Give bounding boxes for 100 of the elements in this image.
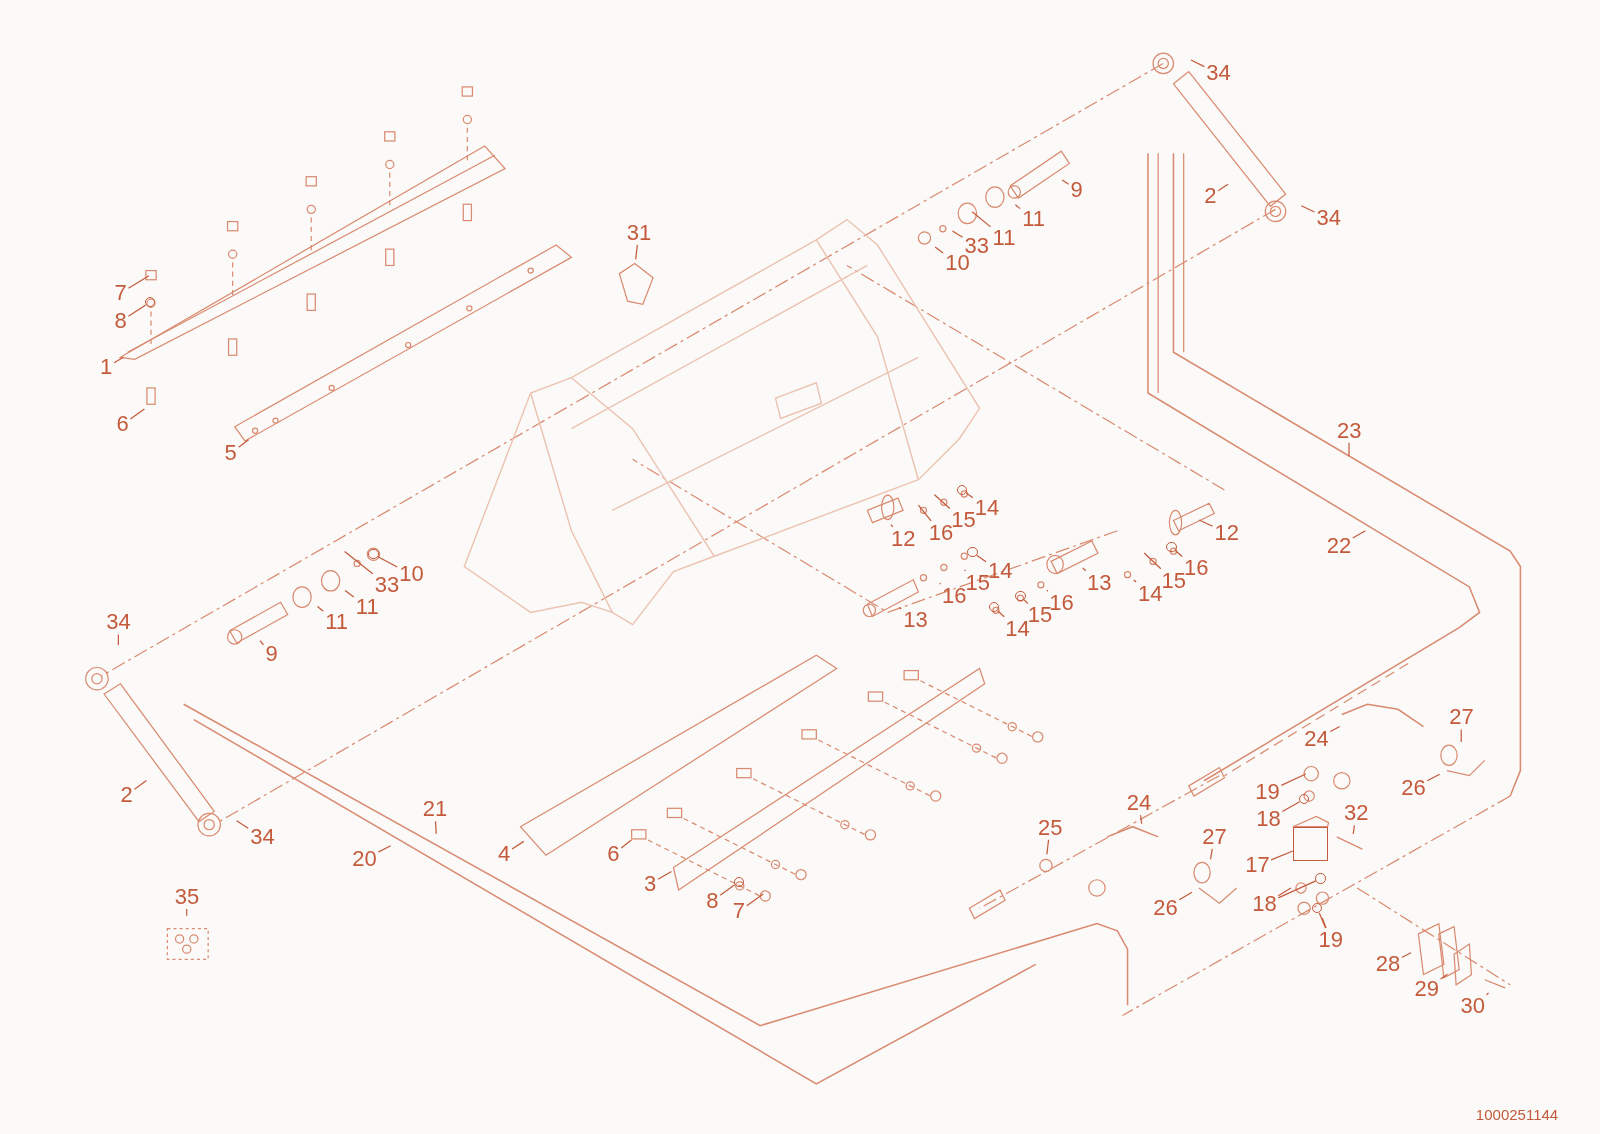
callout-number: 3 xyxy=(644,872,657,895)
callout-number: 32 xyxy=(1344,802,1369,825)
leader-line xyxy=(746,893,764,907)
leader-line xyxy=(890,524,894,528)
leader-line xyxy=(1329,725,1341,733)
callout-number: 28 xyxy=(1375,953,1401,976)
callout-number: 26 xyxy=(1153,897,1178,920)
callout-number: 11 xyxy=(355,596,379,619)
callout-number: 17 xyxy=(1245,854,1270,877)
leader-line xyxy=(259,640,265,646)
callout-number: 19 xyxy=(1318,928,1344,951)
leader-line xyxy=(1439,973,1448,980)
callout-number: 10 xyxy=(945,252,970,275)
callout-number: 34 xyxy=(250,825,275,848)
leader-line xyxy=(1280,773,1307,786)
leader-line xyxy=(1143,552,1162,570)
leader-line xyxy=(1174,549,1183,558)
callout-number: 10 xyxy=(399,563,424,586)
leader-line xyxy=(1352,824,1355,835)
callout-number: 6 xyxy=(607,843,620,866)
callout-number: 34 xyxy=(1316,207,1342,230)
leader-line xyxy=(1321,917,1327,929)
callout-number: 27 xyxy=(1202,825,1227,848)
callout-number: 34 xyxy=(1206,62,1231,85)
callout-number: 8 xyxy=(706,890,719,912)
leader-line xyxy=(965,492,974,499)
leader-line xyxy=(127,275,150,289)
callout-number: 30 xyxy=(1460,995,1485,1018)
callout-number: 1 xyxy=(100,356,113,379)
leader-line xyxy=(917,504,932,522)
leader-line xyxy=(344,550,374,575)
callout-number: 24 xyxy=(1304,727,1329,750)
callout-number: 7 xyxy=(732,900,745,923)
leader-line xyxy=(976,554,987,563)
leader-line xyxy=(1046,839,1050,855)
leader-line xyxy=(1401,952,1412,959)
callout-number: 31 xyxy=(626,221,652,244)
leader-line xyxy=(113,356,125,364)
callout-number: 27 xyxy=(1449,706,1474,729)
callout-number: 20 xyxy=(352,848,377,871)
callout-number: 12 xyxy=(1214,521,1239,544)
leader-line xyxy=(117,634,119,646)
callout-number: 15 xyxy=(951,509,976,532)
leader-line xyxy=(344,589,355,598)
leader-line xyxy=(1352,530,1366,539)
leader-line xyxy=(1046,589,1049,592)
leader-line xyxy=(1178,891,1193,901)
callout-number: 14 xyxy=(1138,582,1163,605)
leader-line xyxy=(377,556,398,568)
leader-line xyxy=(1139,814,1143,825)
callout-number: 14 xyxy=(974,497,1000,520)
callout-number: 2 xyxy=(1204,184,1217,207)
callout-number: 15 xyxy=(1027,604,1053,627)
callout-number: 21 xyxy=(422,798,448,821)
callout-number: 9 xyxy=(1070,178,1083,201)
leader-line xyxy=(934,246,944,254)
leader-line xyxy=(316,605,324,612)
callout-number: 18 xyxy=(1252,893,1277,916)
callout-number: 13 xyxy=(1086,571,1112,594)
leader-line xyxy=(1209,848,1213,861)
callout-number: 9 xyxy=(265,643,278,666)
callout-number: 2 xyxy=(120,783,133,806)
leader-line xyxy=(1277,880,1317,899)
callout-number: 6 xyxy=(116,413,129,436)
callout-number: 8 xyxy=(114,310,127,333)
leader-line xyxy=(1061,179,1070,185)
leader-line xyxy=(964,569,967,572)
leader-line xyxy=(129,408,145,420)
valve-block xyxy=(1292,826,1328,862)
leader-line xyxy=(235,820,249,829)
callout-number: 23 xyxy=(1336,419,1362,442)
callout-number: 14 xyxy=(988,560,1013,583)
leader-line xyxy=(1460,728,1462,743)
leader-line xyxy=(1014,204,1021,210)
leader-line xyxy=(434,820,437,835)
callout-number: 7 xyxy=(114,281,127,304)
leader-line xyxy=(635,244,638,260)
leader-line xyxy=(620,839,632,849)
callout-number: 11 xyxy=(325,611,349,634)
leader-line xyxy=(1023,599,1029,605)
callout-number: 19 xyxy=(1255,780,1280,803)
callout-number: 33 xyxy=(374,573,400,596)
leader-line xyxy=(1318,912,1327,929)
leader-line xyxy=(1270,850,1294,861)
callout-number: 16 xyxy=(942,584,967,607)
callout-number: 22 xyxy=(1326,534,1352,557)
callout-number: 16 xyxy=(1183,557,1209,580)
leader-line xyxy=(933,494,951,510)
callout-number: 29 xyxy=(1414,977,1439,1000)
callout-number: 5 xyxy=(224,442,237,465)
leader-line xyxy=(939,582,942,585)
leader-line xyxy=(997,610,1005,618)
callout-number: 35 xyxy=(174,885,200,908)
leader-line xyxy=(127,304,147,317)
leader-line xyxy=(1217,183,1229,192)
callout-number: 26 xyxy=(1401,776,1426,799)
leader-line xyxy=(1081,567,1087,572)
callout-number: 16 xyxy=(928,521,954,544)
leader-line xyxy=(898,606,902,610)
leader-line xyxy=(1133,579,1137,583)
